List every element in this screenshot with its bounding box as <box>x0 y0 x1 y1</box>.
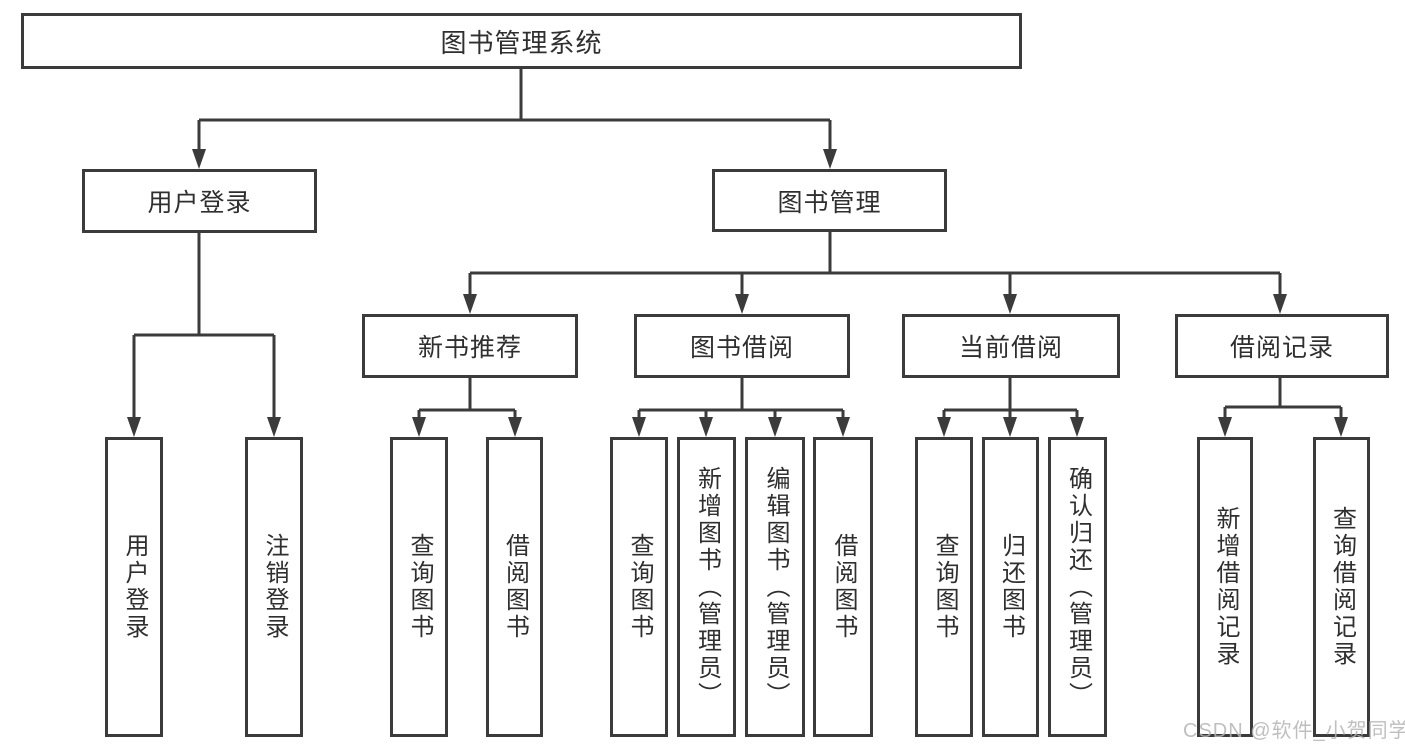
watermark: CSDN @软件_小贺同学 <box>1183 720 1405 742</box>
arrow-down-icon <box>823 149 837 169</box>
connector-user-login <box>127 233 281 437</box>
connector-borrow-records <box>1218 378 1348 437</box>
node-book-management-label: 图书管理 <box>777 188 882 217</box>
arrow-down-icon <box>412 417 426 437</box>
node-book-management: 图书管理 <box>712 169 947 232</box>
node-current-borrow-label: 当前借阅 <box>958 334 1063 362</box>
leaf-current-confirm: 确认归还（管理员） <box>1048 437 1107 737</box>
leaf-newbook-query: 查询图书 <box>390 437 448 737</box>
arrow-down-icon <box>1003 417 1017 437</box>
node-book-borrow-label: 图书借阅 <box>689 334 794 362</box>
arrow-down-icon <box>1218 417 1232 437</box>
leaf-records-add: 新增借阅记录 <box>1197 437 1253 737</box>
node-borrow-records-label: 借阅记录 <box>1229 334 1334 362</box>
node-root: 图书管理系统 <box>21 13 1022 69</box>
arrow-down-icon <box>632 417 646 437</box>
connector-root <box>192 69 837 169</box>
arrow-down-icon <box>699 417 713 437</box>
arrow-down-icon <box>1273 294 1287 314</box>
node-borrow-records: 借阅记录 <box>1175 314 1389 378</box>
leaf-records-query: 查询借阅记录 <box>1313 437 1370 737</box>
arrow-down-icon <box>127 417 141 437</box>
node-new-book-recommend: 新书推荐 <box>362 314 578 378</box>
arrow-down-icon <box>768 417 782 437</box>
arrow-down-icon <box>937 417 951 437</box>
leaf-newbook-borrow: 借阅图书 <box>486 437 543 737</box>
leaf-borrow-add: 新增图书（管理员） <box>677 437 736 737</box>
connector-new-book <box>412 378 522 437</box>
leaf-borrow-query: 查询图书 <box>610 437 668 737</box>
connector-book-management <box>463 232 1287 314</box>
arrow-down-icon <box>463 294 477 314</box>
leaf-current-return: 归还图书 <box>982 437 1039 737</box>
arrow-down-icon <box>508 417 522 437</box>
arrow-down-icon <box>1070 417 1084 437</box>
arrow-down-icon <box>267 417 281 437</box>
connector-book-borrow <box>632 378 850 437</box>
arrow-down-icon <box>192 149 206 169</box>
node-root-label: 图书管理系统 <box>440 27 603 58</box>
leaf-logout: 注销登录 <box>245 437 303 737</box>
leaf-current-query: 查询图书 <box>915 437 973 737</box>
leaf-borrow-borrow: 借阅图书 <box>813 437 873 737</box>
leaf-user-login: 用户登录 <box>105 437 163 737</box>
node-book-borrow: 图书借阅 <box>634 314 850 378</box>
node-user-login-label: 用户登录 <box>147 189 252 217</box>
leaf-borrow-edit: 编辑图书（管理员） <box>745 437 805 737</box>
arrow-down-icon <box>1334 417 1348 437</box>
arrow-down-icon <box>735 294 749 314</box>
node-new-book-recommend-label: 新书推荐 <box>417 334 522 362</box>
arrow-down-icon <box>1003 294 1017 314</box>
arrow-down-icon <box>836 417 850 437</box>
connector-current-borrow <box>937 378 1084 437</box>
node-current-borrow: 当前借阅 <box>902 314 1120 378</box>
node-user-login: 用户登录 <box>82 169 317 233</box>
